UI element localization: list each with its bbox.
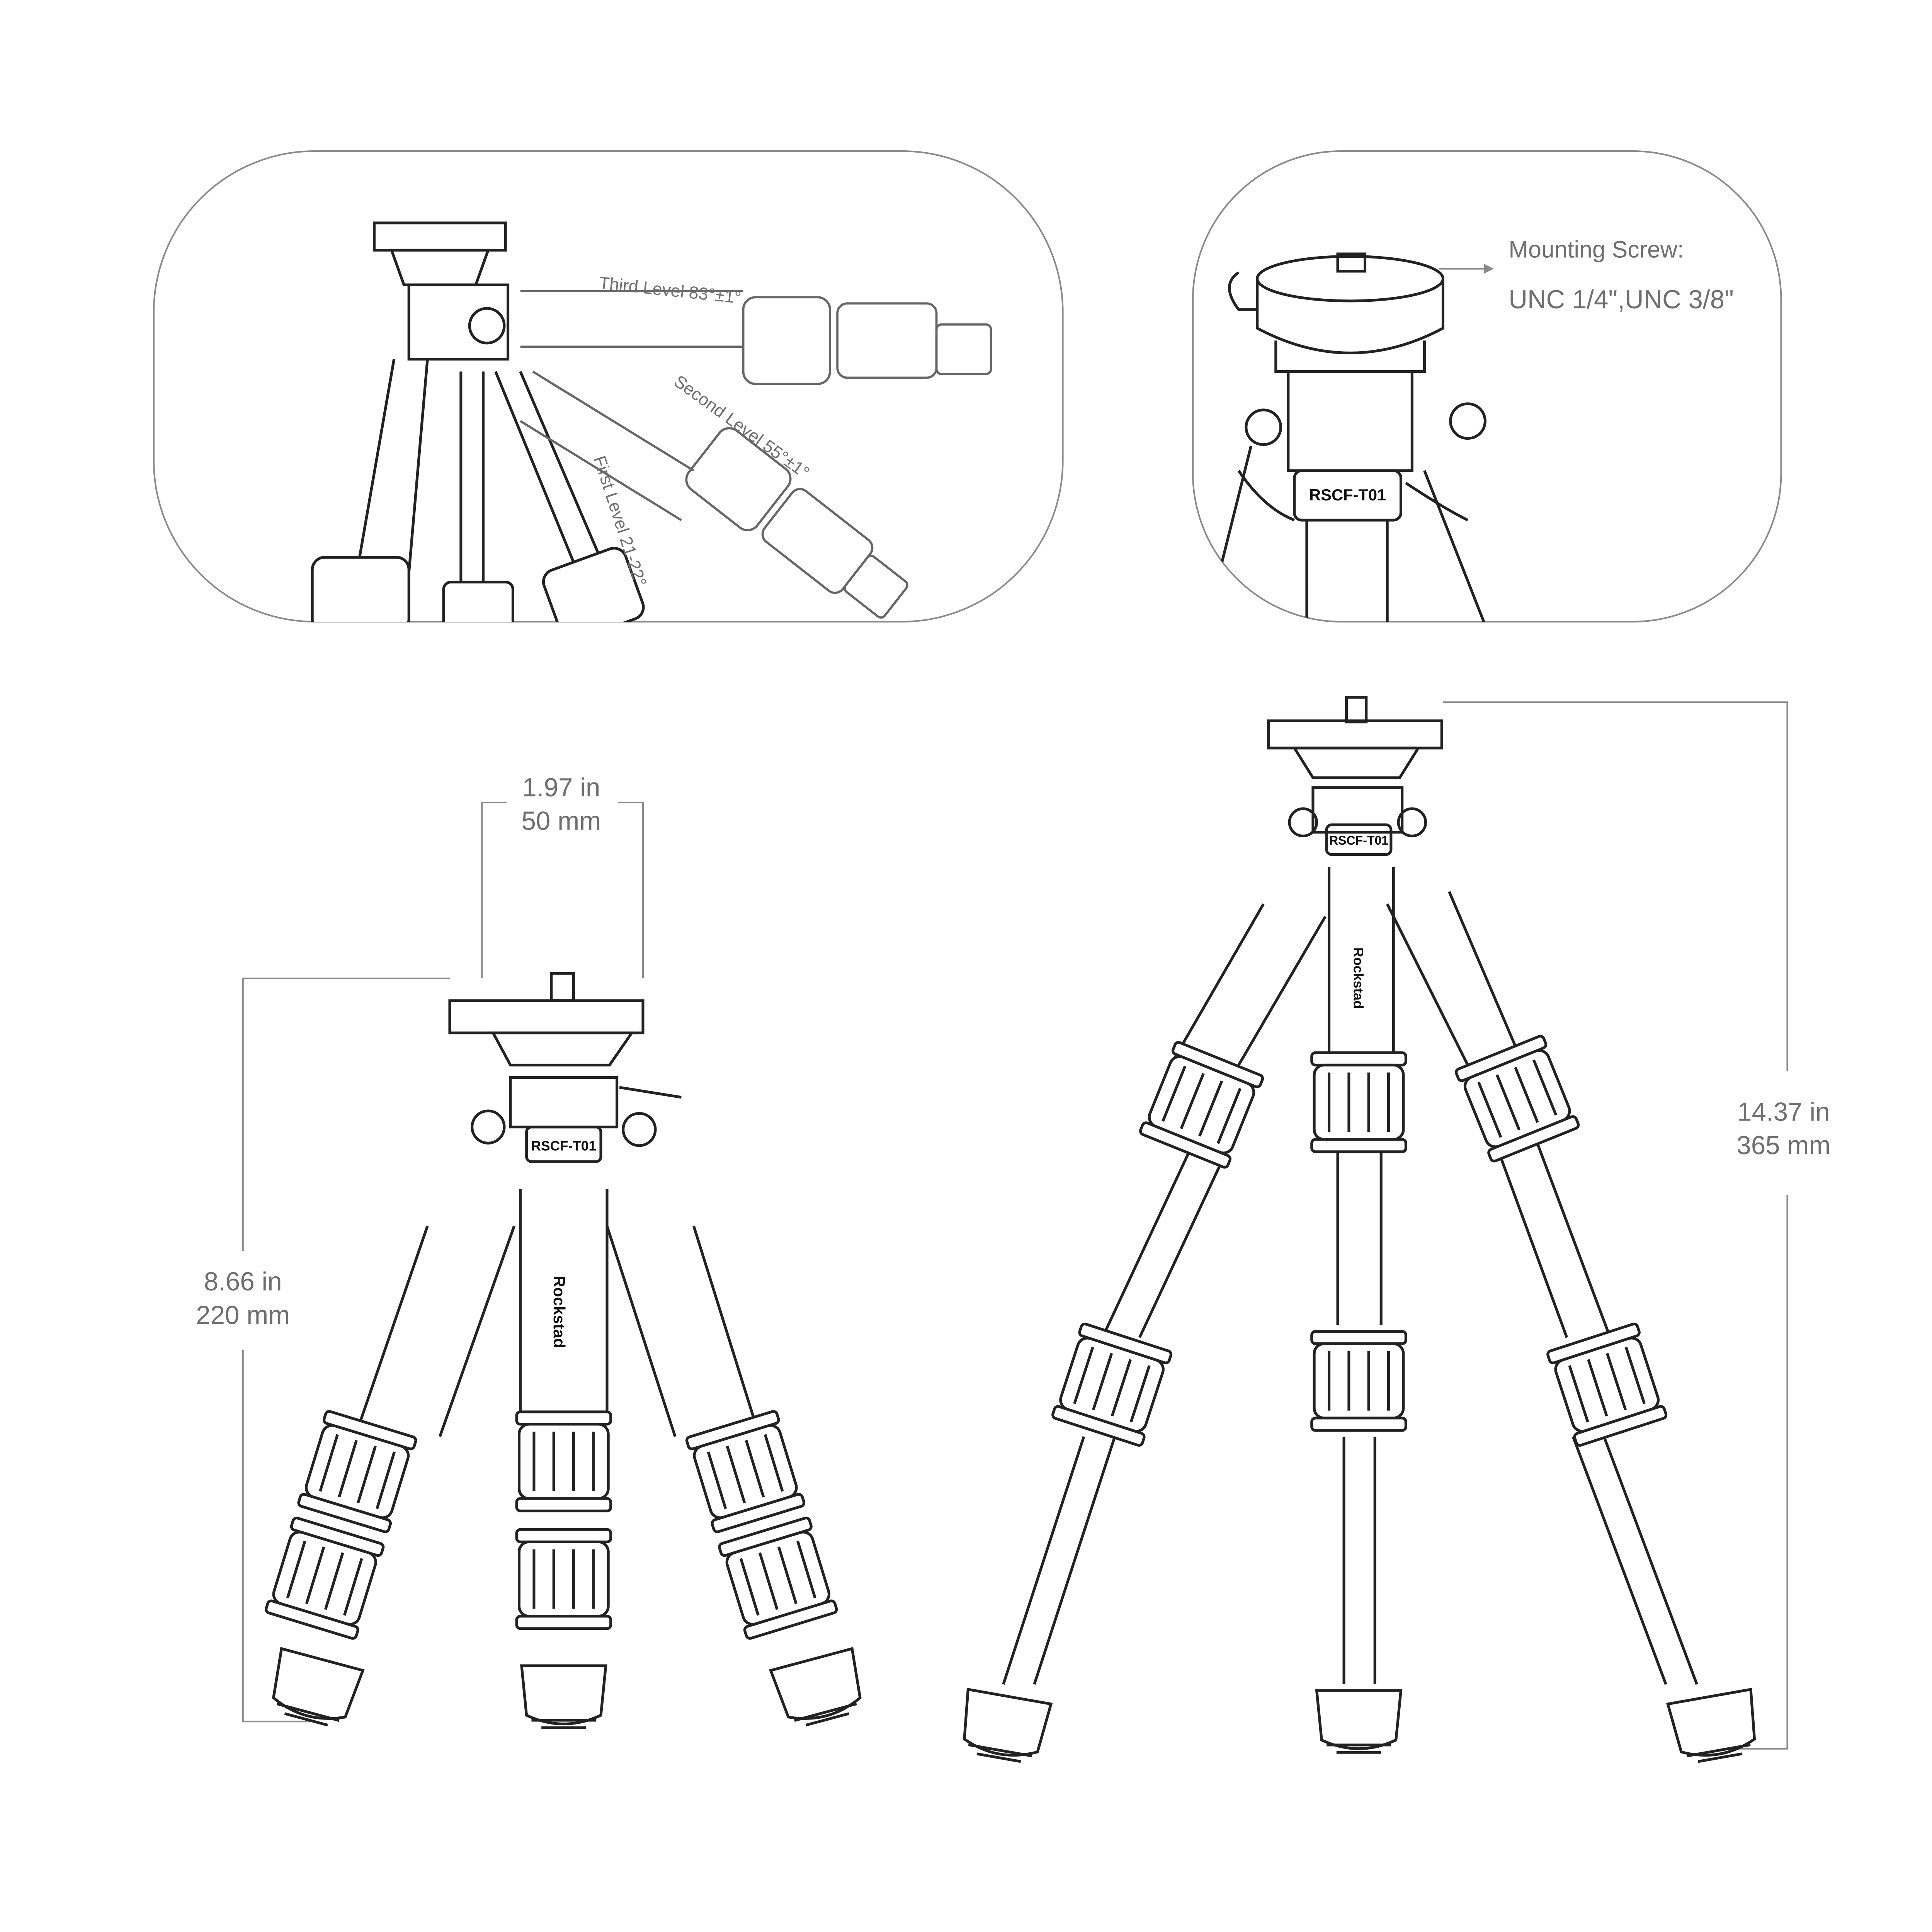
brand-logo: Rockstad xyxy=(1351,947,1366,1009)
panel-border xyxy=(1192,150,1782,623)
leg-angle-panel: Third Level 83°±1° Second Level 55°±1° F… xyxy=(153,150,1064,623)
height-dimension-lines xyxy=(242,977,450,1723)
second-level-label: Second Level 55°±1° xyxy=(670,371,813,482)
brand-logo: Rockstad xyxy=(550,1276,568,1348)
width-dimension-lines xyxy=(481,801,644,979)
height-dimension-lines xyxy=(1443,701,1788,1750)
height-mm-label: 365 mm xyxy=(1736,1131,1830,1160)
folded-tripod: 1.97 in 50 mm 8.66 in 220 mm RSCF-T01 Ro… xyxy=(196,773,868,1730)
arrow-icon xyxy=(1484,264,1494,274)
height-in-label: 14.37 in xyxy=(1737,1098,1830,1127)
third-level-label: Third Level 83°±1° xyxy=(598,273,742,307)
tripod-angle-drawing xyxy=(311,221,992,622)
width-mm-label: 50 mm xyxy=(522,806,601,835)
height-mm-label: 220 mm xyxy=(196,1301,290,1330)
mounting-screw-panel: RSCF-T01 Mounting Screw: UNC 1/4",UNC 3/… xyxy=(1192,150,1782,623)
extended-tripod: 14.37 in 365 mm RSCF-T01 Rockstad xyxy=(957,696,1830,1765)
model-tag: RSCF-T01 xyxy=(1309,486,1386,504)
model-tag: RSCF-T01 xyxy=(1329,833,1388,847)
thread-spec-label: UNC 1/4",UNC 3/8" xyxy=(1509,285,1734,314)
width-in-label: 1.97 in xyxy=(522,773,600,802)
head-closeup-drawing: RSCF-T01 xyxy=(1200,252,1494,622)
model-tag: RSCF-T01 xyxy=(531,1139,596,1154)
height-in-label: 8.66 in xyxy=(204,1267,282,1296)
mounting-screw-label: Mounting Screw: xyxy=(1509,236,1684,263)
